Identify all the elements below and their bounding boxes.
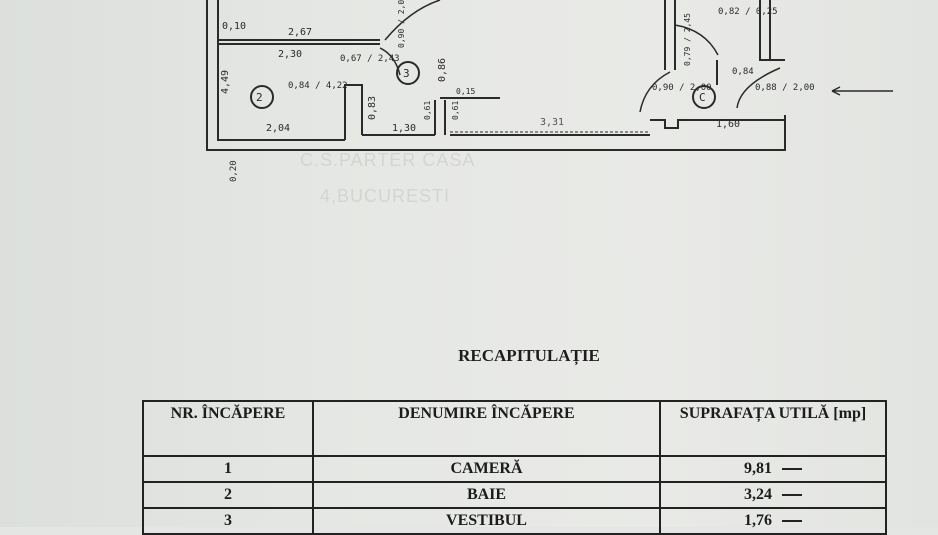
header-area: SUPRAFAȚA UTILĂ [mp] [659,400,887,457]
dim-label: 0,88 / 2,00 [755,83,815,93]
area-value: 1,76 [744,512,772,529]
cell-area: 9,81 [659,455,887,483]
room-marker-2 [250,85,274,109]
table-row: 2 BAIE 3,24 [142,481,887,509]
dim-label: 0,86 [437,57,448,82]
dim-label: 0,83 [367,95,378,120]
dim-label: 3,31 [540,117,565,128]
dim-label: 0,84 [732,67,754,77]
dim-label: 0,90 / 2,05 [397,0,406,48]
cell-name: CAMERĂ [312,455,661,483]
dim-label: 0,67 / 2,43 [340,54,400,64]
dim-label: 0,90 / 2,00 [652,83,712,93]
cell-nr: 3 [142,507,314,535]
dim-label: 2,30 [278,49,303,60]
dim-label: 0,84 / 4,22 [288,81,348,91]
area-value: 9,81 [744,460,772,477]
dim-label: 0,20 [229,160,239,182]
dim-label: 2,04 [266,123,291,134]
room-number: C [699,91,706,104]
dim-label: 0,61 [451,100,460,120]
room-marker-c [692,85,716,109]
dim-label: 0,10 [222,21,247,32]
cell-name: BAIE [312,481,661,509]
dim-label: 0,82 / 0,25 [718,7,778,17]
room-marker-3 [396,61,420,85]
dim-label: 0,15 [456,87,476,96]
dim-label: 4,49 [220,69,231,94]
dim-label: 0,61 [423,100,432,120]
recap-table: NR. ÎNCĂPERE DENUMIRE ÎNCĂPERE SUPRAFAȚA… [142,400,887,535]
dim-label: 2,67 [288,27,313,38]
dim-label: 1,60 [716,119,741,130]
handwritten-dash [782,520,802,523]
door-swing [379,0,781,113]
handwritten-dash [782,468,802,471]
table-row: 3 VESTIBUL 1,76 [142,507,887,535]
table-row: 1 CAMERĂ 9,81 [142,455,887,483]
header-name: DENUMIRE ÎNCĂPERE [312,400,661,457]
room-number: 2 [256,91,263,104]
cell-nr: 2 [142,481,314,509]
dim-label: 1,30 [392,123,417,134]
cell-area: 3,24 [659,481,887,509]
table-header-row: NR. ÎNCĂPERE DENUMIRE ÎNCĂPERE SUPRAFAȚA… [142,400,887,457]
handwritten-dash [782,494,802,497]
header-nr: NR. ÎNCĂPERE [142,400,314,457]
cell-nr: 1 [142,455,314,483]
outer-wall [206,0,786,151]
dim-label: 0,79 / 2,45 [683,13,692,66]
stamp-bleedthrough: C.S.PARTER CASA [300,150,476,170]
recap-title: RECAPITULAȚIE [458,346,600,365]
arrow-left-icon [831,86,893,96]
cell-name: VESTIBUL [312,507,661,535]
room-number: 3 [403,67,410,80]
stamp-bleedthrough: 4,BUCURESTI [320,186,451,206]
cell-area: 1,76 [659,507,887,535]
area-value: 3,24 [744,486,772,503]
